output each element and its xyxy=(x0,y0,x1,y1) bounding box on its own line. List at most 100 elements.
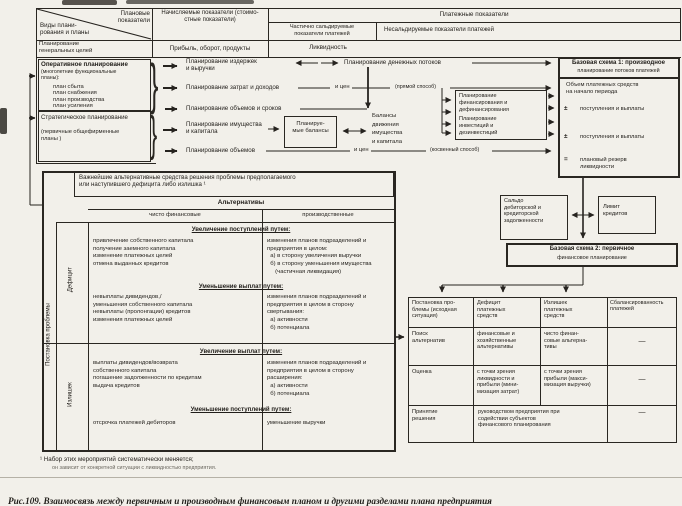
decision-row-decide-balanced: — xyxy=(638,409,646,416)
section-decrease-payments-heading: Уменьшение выплат путем: xyxy=(198,283,284,290)
decision-table xyxy=(408,297,677,443)
alternatives-sidebar-divider2 xyxy=(88,222,89,450)
col-accrual-header: Начисляемые показатели (стоимо- стные по… xyxy=(161,10,259,24)
side-label-deficit: Дефицит xyxy=(67,266,74,293)
alternatives-mid-divider xyxy=(42,343,394,344)
alternatives-subheader-divider xyxy=(56,222,394,223)
section-increase-receipts-financial: привлечение собственного капитала получе… xyxy=(93,238,194,268)
scan-smudge xyxy=(126,0,254,4)
scan-smudge xyxy=(62,0,117,5)
credit-limit-box xyxy=(598,196,656,234)
investment-label: Планирование инвестиций и дезинвестиций xyxy=(459,116,498,136)
alternatives-center-divider xyxy=(262,209,263,450)
decision-row-search-label: Поиск альтернатив xyxy=(412,331,445,344)
strategic-planning-title: Стратегическое планирование xyxy=(41,114,128,121)
financing-label: Планирование финансирования и дефинансир… xyxy=(459,93,509,113)
table-left-border xyxy=(36,8,37,163)
scheme1-sign-2: ± xyxy=(564,133,568,140)
scheme1-title-divider xyxy=(559,77,679,79)
caption-divider xyxy=(0,477,682,478)
decision-row-evaluate-deficit: с точки зрения ликвидности и прибыли (ми… xyxy=(477,369,520,395)
scheme1-subtitle: планирование потоков платежей xyxy=(577,68,660,74)
group-brace-operative: } xyxy=(150,52,159,115)
corner-label-plan-types: Виды плани- рования и планы xyxy=(40,22,89,37)
saldo-box xyxy=(500,195,568,240)
decision-row2-divider xyxy=(408,405,677,406)
table-right-border xyxy=(680,8,681,40)
decision-row-search-balanced: — xyxy=(638,338,646,345)
figure-caption-text: Взаимосвязь между первичным и производны… xyxy=(41,495,492,506)
col-nonsaldo-header: Несальдируемые показатели платежей xyxy=(384,27,494,33)
decision-header-problem: Постановка про- блемы (исходная ситуация… xyxy=(412,300,457,320)
alternatives-title-box xyxy=(74,172,394,197)
item-volumes-terms: Планирование объемов и сроков xyxy=(186,105,282,112)
alternatives-header: Альтернативы xyxy=(217,199,265,206)
strategic-planning-subtitle: (первичные общефирменные планы ) xyxy=(41,129,120,142)
section-decrease-receipts-financial: отсрочка платежей дебиторов xyxy=(93,420,176,426)
general-row-divider xyxy=(36,57,681,58)
decision-col1-divider xyxy=(473,297,474,443)
decision-col2-divider xyxy=(540,297,541,405)
decision-header-balanced: Сбалансированность платежей xyxy=(610,300,664,313)
scheme1-sign-1: ± xyxy=(564,105,568,112)
section-increase-receipts-heading: Увеличение поступлений путем: xyxy=(191,226,291,233)
decision-row-evaluate-balanced: — xyxy=(638,376,646,383)
item-cashflow-planning: Планирование денежных потоков xyxy=(344,59,441,66)
scheme1-liquidity-reserve: плановый резерв ликвидности xyxy=(580,157,627,170)
label-and-prices-top: и цен xyxy=(333,84,352,91)
credit-limit-label: Лимит кредитов xyxy=(603,204,628,217)
scheme1-opening-balance: Объем платежных средств на начало период… xyxy=(566,82,639,95)
financing-box xyxy=(455,90,547,140)
scheme2-bar xyxy=(506,243,678,267)
section-decrease-payments-financial: невыплаты дивидендов,/ уменьшения собств… xyxy=(93,294,193,324)
footnote-line2: он зависит от конкретной ситуации с ликв… xyxy=(52,465,217,471)
alternatives-sidebar-divider1 xyxy=(56,222,57,450)
scheme2-subtitle: финансовое планирование xyxy=(557,255,627,261)
cell-liquidity: Ликвидность xyxy=(309,44,347,51)
col1-divider xyxy=(152,8,153,58)
alternatives-col-production: производственные xyxy=(302,212,354,218)
section-decrease-receipts-heading: Уменьшение поступлений путем: xyxy=(190,406,292,413)
planned-balances-label: Планируе- мые балансы xyxy=(292,121,329,134)
group-brace-strategic: } xyxy=(150,108,158,161)
scheme1-receipts-payments-2: поступления и выплаты xyxy=(580,134,645,140)
item-volumes: Планирование объемов xyxy=(186,147,256,154)
table-top-border xyxy=(36,8,681,9)
label-direct-method: (прямой способ) xyxy=(393,84,439,91)
section-increase-payments-financial: выплаты дивидендов/возврата собственного… xyxy=(93,360,202,390)
saldo-label: Сальдо дебиторской и кредиторской задолж… xyxy=(504,198,544,225)
col1-bottom-border xyxy=(36,163,156,164)
decision-row-decide-body: руководством предприятия при содействии … xyxy=(478,409,560,429)
corner-label-indicators: Плановые показатели xyxy=(117,10,150,25)
section-decrease-receipts-production: уменьшение выручки xyxy=(267,420,326,426)
col2-divider xyxy=(268,8,269,58)
header-bottom-divider xyxy=(36,40,681,41)
section-increase-payments-heading: Увеличение выплат путем: xyxy=(199,348,283,355)
scheme1-sign-3: = xyxy=(564,156,568,163)
operative-planning-title: Оперативное планирование xyxy=(41,61,128,68)
operative-planning-box xyxy=(38,59,151,111)
row-general-goals-label: Планирование генеральных целей xyxy=(39,41,93,54)
operative-plan-items: план сбыта план снабжения план производс… xyxy=(53,84,105,110)
header-sub-divider xyxy=(268,22,681,23)
footnote-line1: ¹ Набор этих мероприятий систематически … xyxy=(40,456,194,463)
figure-caption: Рис.109. Взаимосвязь между первичным и п… xyxy=(8,485,676,506)
decision-row-evaluate-surplus: с точки зрения прибыли (макси- мизация в… xyxy=(544,369,591,389)
decision-row1-divider xyxy=(408,365,677,366)
label-and-prices-bottom: и цен xyxy=(352,147,371,154)
decision-header-deficit: Дефицит платежных средств xyxy=(477,300,506,320)
section-increase-receipts-production: изменения планов подразделений и предпри… xyxy=(267,238,372,275)
balance-movement-label: Балансы движения имущества и капитала xyxy=(372,113,403,145)
decision-row-decide-label: Принятие решения xyxy=(412,409,438,422)
decision-col3-divider xyxy=(607,297,608,443)
col3-divider xyxy=(376,22,377,40)
alternatives-col-financial: чисто финансовые xyxy=(149,212,201,218)
alternatives-block xyxy=(42,171,396,452)
operative-planning-subtitle: (многолетние функциональные планы): xyxy=(41,69,117,82)
planned-balances-box xyxy=(284,116,337,148)
decision-row-evaluate-label: Оценка xyxy=(412,369,432,375)
decision-row-search-surplus: чисто финан- совые альтерна- тивы xyxy=(544,331,588,351)
col-payment-header: Платежные показатели xyxy=(439,11,509,18)
